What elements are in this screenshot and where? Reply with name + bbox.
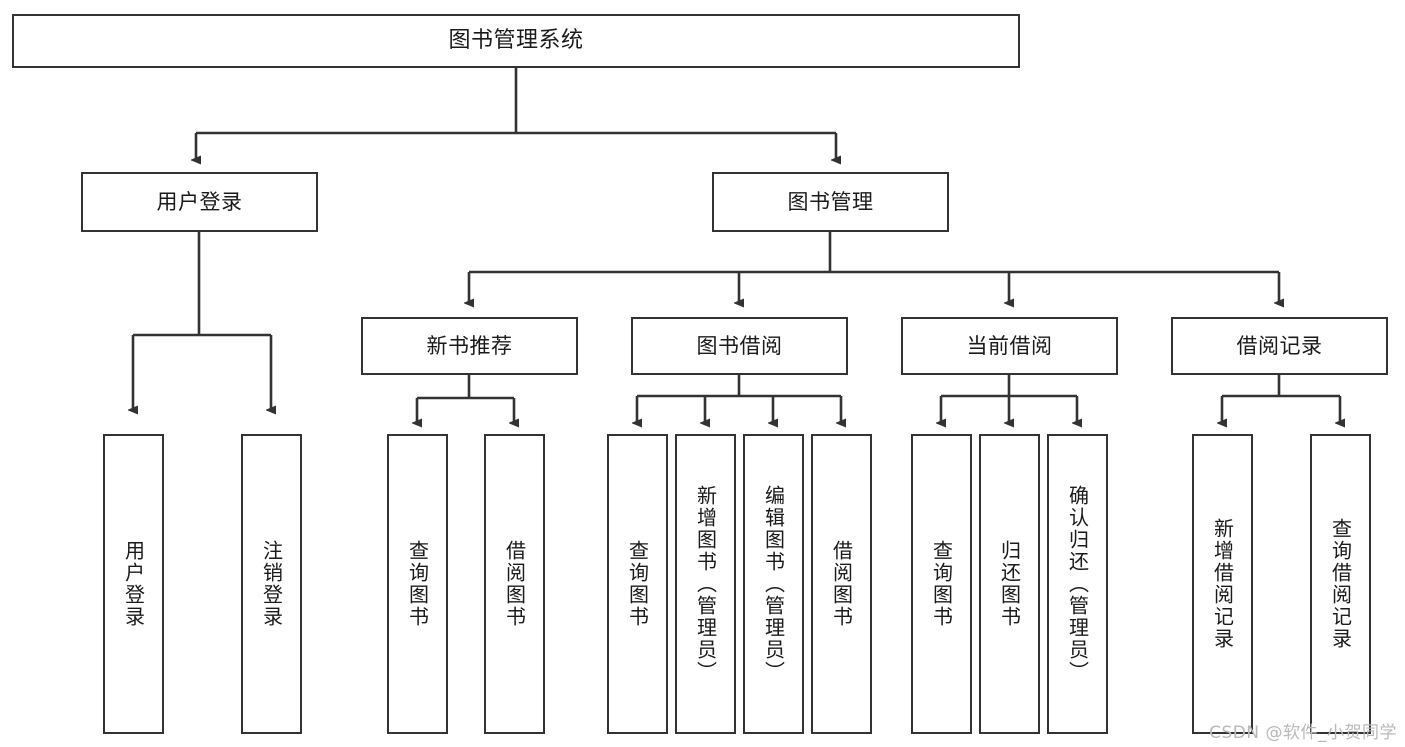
node-user-login[interactable]: 用户登录 xyxy=(81,172,318,232)
node-label: 当前借阅 xyxy=(966,333,1053,358)
node-new-book-recommend[interactable]: 新书推荐 xyxy=(361,317,578,375)
node-label: 编辑图书（管理员） xyxy=(761,485,786,683)
leaf-query-book-borrow[interactable]: 查询图书 xyxy=(607,434,668,734)
node-label: 借阅图书 xyxy=(829,540,854,628)
node-book-management[interactable]: 图书管理 xyxy=(712,172,949,232)
leaf-borrow-book[interactable]: 借阅图书 xyxy=(811,434,872,734)
leaf-return-book[interactable]: 归还图书 xyxy=(979,434,1040,734)
node-label: 查询图书 xyxy=(405,540,430,628)
node-label: 图书管理 xyxy=(787,189,874,214)
node-label: 借阅记录 xyxy=(1236,333,1323,358)
leaf-user-login[interactable]: 用户登录 xyxy=(103,434,164,734)
leaf-query-book-recommend[interactable]: 查询图书 xyxy=(387,434,448,734)
node-label: 归还图书 xyxy=(997,540,1022,628)
leaf-query-book-current[interactable]: 查询图书 xyxy=(911,434,972,734)
node-current-borrow[interactable]: 当前借阅 xyxy=(901,317,1118,375)
node-label: 新增借阅记录 xyxy=(1210,518,1235,650)
node-label: 用户登录 xyxy=(156,189,243,214)
leaf-borrow-book-recommend[interactable]: 借阅图书 xyxy=(484,434,545,734)
leaf-logout[interactable]: 注销登录 xyxy=(241,434,302,734)
watermark-text: CSDN @软件_小贺同学 xyxy=(1209,723,1397,743)
node-borrow-record[interactable]: 借阅记录 xyxy=(1171,317,1388,375)
node-label: 图书管理系统 xyxy=(448,28,584,54)
node-label: 借阅图书 xyxy=(502,540,527,628)
node-label: 图书借阅 xyxy=(696,333,783,358)
node-label: 新增图书（管理员） xyxy=(693,485,718,683)
node-label: 查询图书 xyxy=(625,540,650,628)
node-label: 新书推荐 xyxy=(426,333,513,358)
leaf-confirm-return-admin[interactable]: 确认归还（管理员） xyxy=(1047,434,1108,734)
node-book-borrow[interactable]: 图书借阅 xyxy=(631,317,848,375)
leaf-query-borrow-record[interactable]: 查询借阅记录 xyxy=(1310,434,1371,734)
leaf-add-borrow-record[interactable]: 新增借阅记录 xyxy=(1192,434,1253,734)
node-label: 确认归还（管理员） xyxy=(1065,485,1090,683)
node-label: 查询图书 xyxy=(929,540,954,628)
node-label: 查询借阅记录 xyxy=(1328,518,1353,650)
leaf-add-book-admin[interactable]: 新增图书（管理员） xyxy=(675,434,736,734)
node-root-system[interactable]: 图书管理系统 xyxy=(12,14,1020,68)
leaf-edit-book-admin[interactable]: 编辑图书（管理员） xyxy=(743,434,804,734)
node-label: 注销登录 xyxy=(259,540,284,628)
node-label: 用户登录 xyxy=(121,540,146,628)
